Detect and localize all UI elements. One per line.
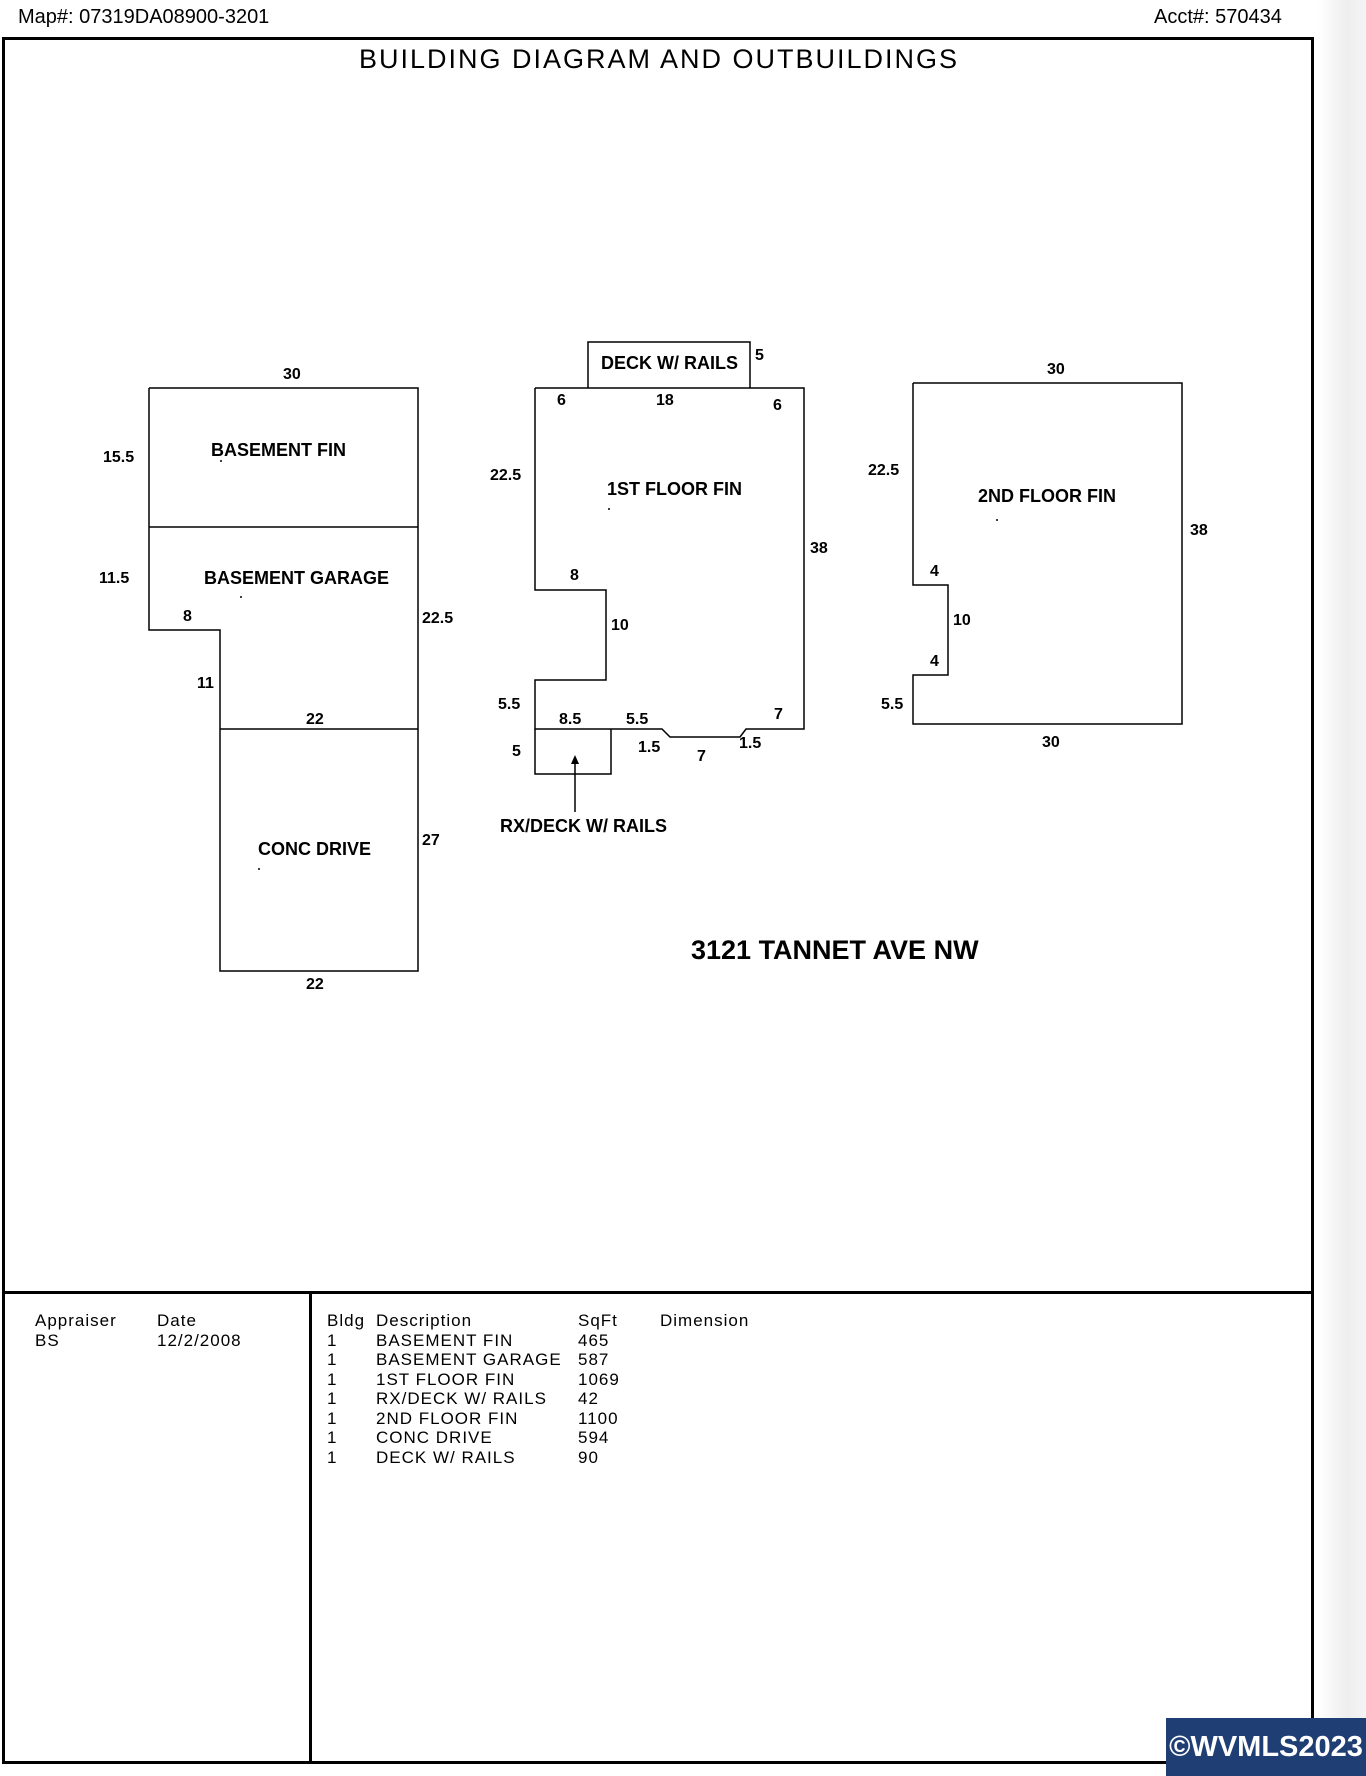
account-number: Acct#: 570434 (1154, 6, 1282, 28)
table-cell: 1 (327, 1369, 338, 1389)
appraiser-value: BS (35, 1330, 60, 1350)
dimension-label: 5 (512, 743, 521, 760)
area-label-deck-rails: DECK W/ RAILS (601, 353, 738, 373)
dimension-label: 22.5 (868, 462, 899, 479)
dimension-label: 4 (930, 563, 939, 580)
dimension-label: 30 (1042, 734, 1060, 751)
dimension-label: 11.5 (99, 570, 129, 587)
table-cell: 1 (327, 1408, 338, 1428)
sqft-column: SqFt 465 587 1069 42 1100 594 90 (578, 1311, 620, 1467)
table-cell: CONC DRIVE (376, 1428, 493, 1447)
page-edge-shadow (1318, 0, 1366, 1776)
table-cell: DECK W/ RAILS (376, 1447, 516, 1467)
sheet-title: BUILDING DIAGRAM AND OUTBUILDINGS (358, 44, 960, 74)
dimension-label: 10 (611, 617, 629, 634)
dimension-label: 15.5 (103, 449, 134, 466)
basement-outline (148, 387, 419, 972)
dimension-column: Dimension (660, 1311, 749, 1331)
sqft-header: SqFt (578, 1311, 618, 1330)
dimension-label: 22 (306, 976, 324, 993)
dimension-label: 10 (953, 612, 971, 629)
area-label-conc-drive: CONC DRIVE (258, 839, 371, 859)
dimension-label: 5 (755, 347, 764, 364)
dimension-label: 6 (557, 392, 566, 409)
rx-deck-outline (534, 729, 612, 775)
table-cell: 1ST FLOOR FIN (376, 1369, 516, 1389)
table-cell: 1 (327, 1350, 338, 1369)
dimension-label: 4 (930, 653, 939, 670)
area-label-first-floor-fin: 1ST FLOOR FIN (607, 479, 742, 499)
table-cell: 1100 (578, 1408, 619, 1428)
date-column: Date 12/2/2008 (157, 1311, 242, 1350)
table-cell: 1 (327, 1447, 338, 1467)
area-label-second-floor-fin: 2ND FLOOR FIN (978, 486, 1116, 506)
table-cell: 2ND FLOOR FIN (376, 1408, 519, 1428)
dimension-label: 8.5 (559, 711, 581, 728)
dimension-label: 7 (697, 748, 706, 765)
area-label-basement-fin: BASEMENT FIN (211, 440, 346, 460)
table-cell: 1 (327, 1330, 338, 1350)
dimension-label: 1.5 (739, 735, 761, 752)
area-label-basement-garage: BASEMENT GARAGE (204, 568, 389, 588)
dimension-label: 11 (197, 675, 214, 692)
date-header: Date (157, 1311, 197, 1330)
dimension-label: 38 (810, 540, 828, 557)
dimension-label: 22.5 (490, 467, 521, 484)
dimension-label: 5.5 (881, 696, 903, 713)
dimension-label: 30 (283, 366, 301, 383)
dimension-label: 5.5 (498, 696, 520, 713)
appraiser-column: Appraiser BS (35, 1311, 117, 1350)
center-dot (258, 868, 260, 870)
dimension-label: 7 (774, 706, 783, 723)
property-address: 3121 TANNET AVE NW (691, 935, 979, 965)
center-dot (574, 760, 576, 762)
dimension-label: 30 (1047, 361, 1065, 378)
dimension-label: 8 (570, 567, 579, 584)
rx-deck-pointer-arrow (571, 755, 579, 764)
bldg-header: Bldg (327, 1311, 366, 1330)
table-cell: 587 (578, 1350, 610, 1369)
dimension-label: 22 (306, 711, 324, 728)
dimension-label: 1.5 (638, 739, 660, 756)
map-number: Map#: 07319DA08900-3201 (18, 6, 270, 28)
footer-column-divider (309, 1291, 312, 1764)
table-cell: BASEMENT FIN (376, 1330, 514, 1350)
center-dot (240, 596, 242, 598)
copyright-watermark: ©WVMLS2023 (1166, 1718, 1366, 1776)
dimension-label: 22.5 (422, 610, 453, 627)
dimension-label: 8 (183, 608, 192, 625)
center-dot (996, 519, 998, 521)
table-cell: 465 (578, 1330, 610, 1350)
first-floor-outline (534, 387, 805, 738)
dimension-label: 27 (422, 832, 440, 849)
appraiser-header: Appraiser (35, 1311, 117, 1330)
date-value: 12/2/2008 (157, 1330, 242, 1350)
second-floor-outline (912, 382, 1183, 725)
description-header: Description (376, 1311, 473, 1330)
table-cell: BASEMENT GARAGE (376, 1350, 562, 1369)
dimension-header: Dimension (660, 1311, 750, 1330)
table-cell: 42 (578, 1389, 599, 1408)
deck-rails-outline (587, 341, 751, 388)
footer-divider (2, 1291, 1314, 1294)
description-column: Description BASEMENT FIN BASEMENT GARAGE… (376, 1311, 562, 1467)
table-cell: RX/DECK W/ RAILS (376, 1389, 547, 1408)
table-cell: 1069 (578, 1369, 620, 1389)
center-dot (220, 460, 222, 462)
area-label-rx-deck-rails: RX/DECK W/ RAILS (500, 816, 667, 836)
dimension-label: 6 (773, 397, 782, 414)
dimension-label: 18 (656, 392, 674, 409)
building-diagram: BASEMENT FIN BASEMENT GARAGE CONC DRIVE … (99, 341, 1208, 993)
dimension-label: 38 (1190, 522, 1208, 539)
dimension-label: 5.5 (626, 711, 648, 728)
table-cell: 1 (327, 1428, 338, 1447)
table-cell: 90 (578, 1447, 599, 1467)
table-cell: 1 (327, 1389, 338, 1408)
table-cell: 594 (578, 1428, 610, 1447)
center-dot (608, 508, 610, 510)
bldg-column: Bldg 1 1 1 1 1 1 1 (327, 1311, 365, 1467)
drawing-frame (2, 37, 1314, 1764)
